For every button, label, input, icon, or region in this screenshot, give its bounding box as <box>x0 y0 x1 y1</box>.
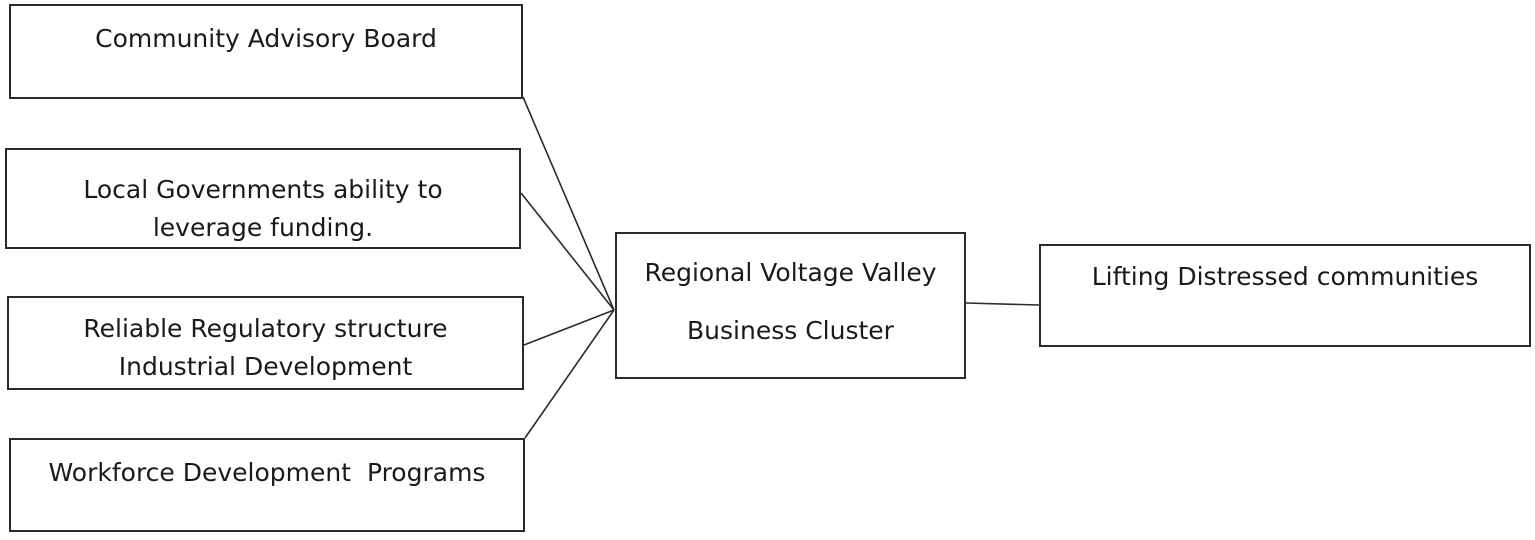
connector-reliable-regulatory <box>523 309 615 346</box>
box-regional-voltage-valley-cluster: Regional Voltage Valley Business Cluster <box>615 232 966 379</box>
box-local-governments-funding: Local Governments ability to leverage fu… <box>5 148 521 249</box>
box-label-line: leverage funding. <box>152 213 374 242</box>
box-community-advisory-board: Community Advisory Board <box>9 4 523 99</box>
box-label-line: Regional Voltage Valley <box>644 258 937 287</box>
box-label-line: Lifting Distressed communities <box>1091 262 1479 291</box>
box-label-line: Reliable Regulatory structure <box>83 314 448 343</box>
connector-local-governments <box>520 192 615 311</box>
box-label-line: Local Governments ability to <box>83 175 443 204</box>
box-lifting-distressed-communities: Lifting Distressed communities <box>1039 244 1531 347</box>
connector-hub-to-outcome <box>965 302 1040 306</box>
box-label-line: Workforce Development Programs <box>48 458 486 487</box>
box-label-line: Business Cluster <box>687 316 894 345</box>
box-workforce-development-programs: Workforce Development Programs <box>9 438 525 532</box>
connector-community-advisory-board <box>522 96 615 311</box>
connector-workforce-development <box>524 309 615 439</box>
box-label-line: Industrial Development <box>118 352 413 381</box>
box-label-line: Community Advisory Board <box>95 24 437 53</box>
box-reliable-regulatory-structure: Reliable Regulatory structure Industrial… <box>7 296 524 390</box>
